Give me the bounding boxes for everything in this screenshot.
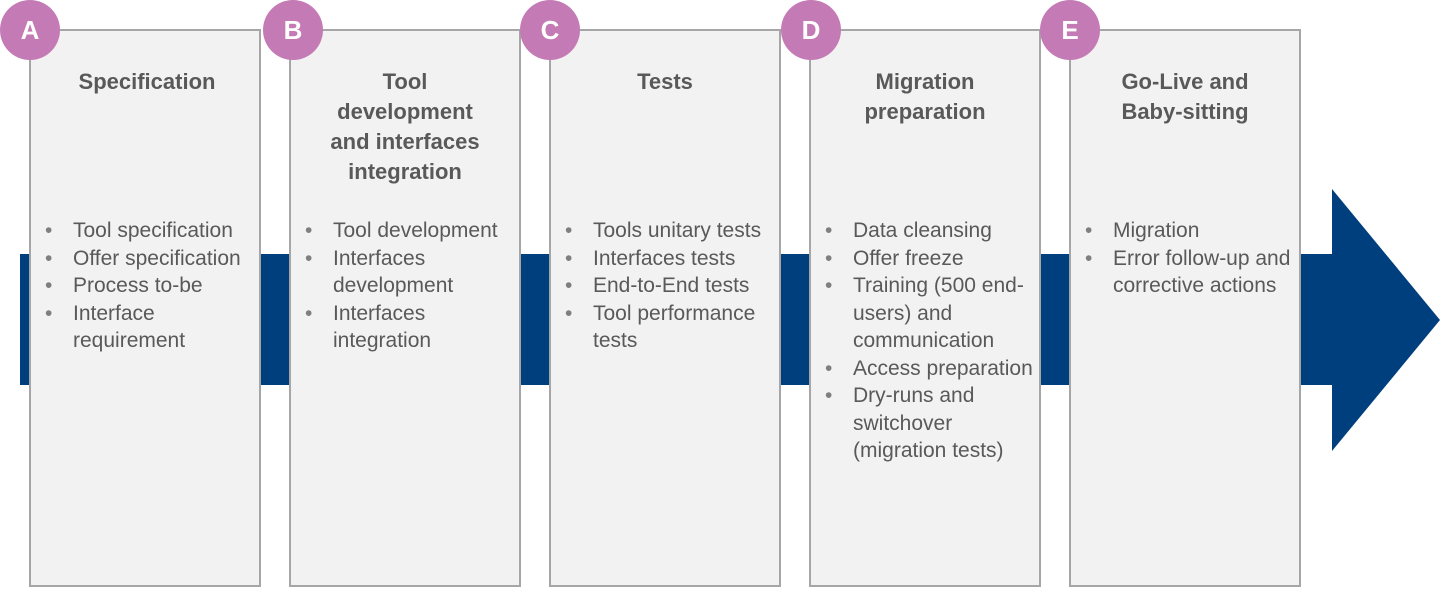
- phase-item-list: Data cleansing Offer freeze Training (50…: [811, 217, 1039, 465]
- phase-title: Migration preparation: [864, 69, 986, 124]
- phase-box-d: Migration preparation Data cleansing Off…: [809, 29, 1041, 587]
- phase-box-b: Tool development and interfaces integrat…: [289, 29, 521, 587]
- phase-badge-e: E: [1040, 0, 1100, 60]
- phase-badge-d: D: [781, 0, 841, 60]
- phase-item-list: Tool specification Offer specification P…: [31, 217, 259, 355]
- timeline-arrow-head: [1332, 189, 1440, 451]
- list-item: End-to-End tests: [551, 272, 779, 300]
- phase-title: Specification: [78, 69, 216, 94]
- list-item: Tool specification: [31, 217, 259, 245]
- phase-title: Tests: [637, 69, 693, 94]
- list-item: Offer freeze: [811, 245, 1039, 273]
- phase-box-a: Specification Tool specification Offer s…: [29, 29, 261, 587]
- list-item: Migration: [1071, 217, 1299, 245]
- phase-item-list: Migration Error follow-up and corrective…: [1071, 217, 1299, 300]
- phase-box-c: Tests Tools unitary tests Interfaces tes…: [549, 29, 781, 587]
- phase-badge-b: B: [263, 0, 323, 60]
- list-item: Interfaces integration: [291, 300, 519, 355]
- list-item: Dry-runs and switchover (migration tests…: [811, 382, 1039, 465]
- phase-title: Tool development and interfaces integrat…: [330, 69, 480, 184]
- list-item: Error follow-up and corrective actions: [1071, 245, 1299, 300]
- list-item: Interfaces development: [291, 245, 519, 300]
- phase-title: Go-Live and Baby-sitting: [1121, 69, 1249, 124]
- list-item: Offer specification: [31, 245, 259, 273]
- list-item: Tool performance tests: [551, 300, 779, 355]
- list-item: Process to-be: [31, 272, 259, 300]
- phase-box-e: Go-Live and Baby-sitting Migration Error…: [1069, 29, 1301, 587]
- phase-item-list: Tools unitary tests Interfaces tests End…: [551, 217, 779, 355]
- list-item: Tool development: [291, 217, 519, 245]
- list-item: Interface requirement: [31, 300, 259, 355]
- list-item: Tools unitary tests: [551, 217, 779, 245]
- phase-badge-a: A: [0, 0, 60, 60]
- phase-badge-c: C: [520, 0, 580, 60]
- list-item: Access preparation: [811, 355, 1039, 383]
- phase-item-list: Tool development Interfaces development …: [291, 217, 519, 355]
- list-item: Training (500 end-users) and communicati…: [811, 272, 1039, 355]
- list-item: Data cleansing: [811, 217, 1039, 245]
- list-item: Interfaces tests: [551, 245, 779, 273]
